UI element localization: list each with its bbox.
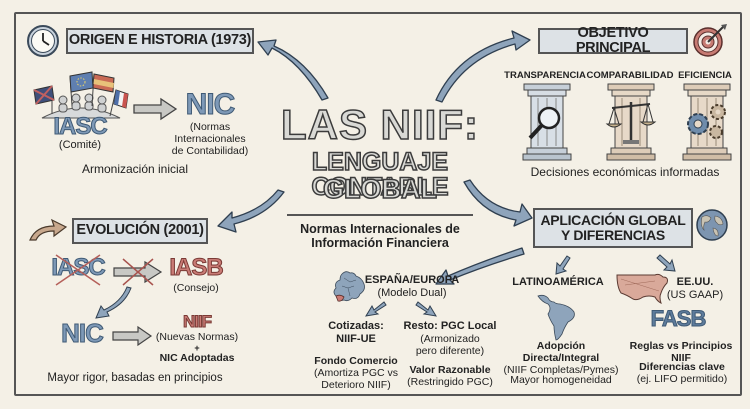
arrow-to-origin xyxy=(257,39,329,101)
spain-flag-icon xyxy=(91,73,115,107)
pillar-label-transparencia: TRANSPARENCIA xyxy=(504,70,586,81)
fair-value-note: Valor Razonable (Restringido PGC) xyxy=(407,364,493,389)
pgc-local-label: Resto: PGC Local (Armonizado pero difere… xyxy=(403,320,497,357)
pillar-comparabilidad xyxy=(605,83,657,161)
arrow-right-icon xyxy=(133,97,178,121)
niif-label: NIIF xyxy=(182,312,212,332)
arrow-right-icon-2 xyxy=(112,325,153,347)
main-title-line2: LENGUAJE CONTABLE xyxy=(311,148,450,201)
main-title-line1: LAS NIIF: xyxy=(280,101,479,148)
arrow-to-application xyxy=(463,179,533,227)
flags-committee-illustration xyxy=(30,70,130,122)
latam-title: LATINOAMÉRICA xyxy=(512,276,604,288)
south-america-map-icon xyxy=(536,292,584,342)
iasc-subtitle: (Comité) xyxy=(58,139,102,151)
objective-caption: Decisiones económicas informadas xyxy=(530,165,720,179)
arrow-to-spain xyxy=(435,247,525,285)
poster-frame xyxy=(14,12,742,396)
evolution-caption: Mayor rigor, basadas en principios xyxy=(47,372,223,384)
crossed-arrow-icon xyxy=(113,258,163,286)
nic-evolution-label: NIC xyxy=(61,318,105,349)
main-title-line3: GLOBAL xyxy=(322,174,438,204)
crossed-out-icon xyxy=(52,253,104,287)
nic-label: NIC xyxy=(185,88,236,122)
pillar-eficiencia xyxy=(682,83,732,161)
france-flag-icon xyxy=(109,89,129,117)
curved-down-arrow-icon xyxy=(95,286,135,320)
globe-icon xyxy=(695,208,729,242)
title-divider xyxy=(287,214,473,216)
spain-title: ESPAÑA/EUROPA xyxy=(364,274,460,286)
usa-title: EE.UU. (US GAAP) xyxy=(666,276,724,301)
latam-note: Adopción Directa/Integral (NIIF Completa… xyxy=(503,340,619,377)
gears-icon xyxy=(687,104,726,139)
arrow-to-evolution xyxy=(217,189,285,233)
origin-heading: ORIGEN E HISTORIA (1973) xyxy=(66,28,254,54)
usa-differences: Diferencias clave (ej. LIFO permitido) xyxy=(636,361,728,386)
clock-icon xyxy=(26,24,60,58)
usa-map-icon xyxy=(615,271,671,305)
niif-subtitle: (Nuevas Normas) xyxy=(155,331,239,343)
listed-companies-label: Cotizadas: NIIF-UE xyxy=(328,320,384,345)
spain-subtitle: (Modelo Dual) xyxy=(377,287,447,299)
pillar-label-eficiencia: EFICIENCIA xyxy=(678,70,732,81)
origin-caption: Armonización inicial xyxy=(81,162,189,176)
uk-flag-icon xyxy=(33,85,55,114)
arrow-to-objective xyxy=(435,30,531,103)
iasb-label: IASB xyxy=(169,254,224,282)
pillar-transparencia xyxy=(522,83,572,161)
committee-people-icon xyxy=(41,93,121,119)
iasc-label: IASC xyxy=(53,113,108,141)
target-icon xyxy=(691,22,731,58)
nic-description: (Normas Internacionales de Contabilidad) xyxy=(171,121,249,158)
magnifier-icon xyxy=(528,106,561,140)
latam-caption: Mayor homogeneidad xyxy=(510,374,612,386)
fasb-logo: FASB xyxy=(650,306,707,332)
evolution-heading: EVOLUCIÓN (2001) xyxy=(72,218,208,244)
curved-arrow-icon xyxy=(28,216,68,242)
scale-icon xyxy=(605,102,657,144)
pillar-label-comparabilidad: COMPARABILIDAD xyxy=(586,70,674,81)
main-subtitle: Normas Internacionales de Información Fi… xyxy=(300,222,460,251)
nic-adopted-label: NIC Adoptadas xyxy=(159,352,235,364)
plus-sign: + xyxy=(194,343,200,353)
iasb-subtitle: (Consejo) xyxy=(173,282,219,294)
application-heading: APLICACIÓN GLOBAL Y DIFERENCIAS xyxy=(533,208,693,248)
goodwill-note: Fondo Comercio (Amortiza PGC vs Deterior… xyxy=(313,355,398,392)
usa-note: Reglas vs Principios NIIF xyxy=(629,340,733,365)
objective-heading: OBJETIVO PRINCIPAL xyxy=(538,25,688,56)
europe-map-icon xyxy=(330,270,368,306)
